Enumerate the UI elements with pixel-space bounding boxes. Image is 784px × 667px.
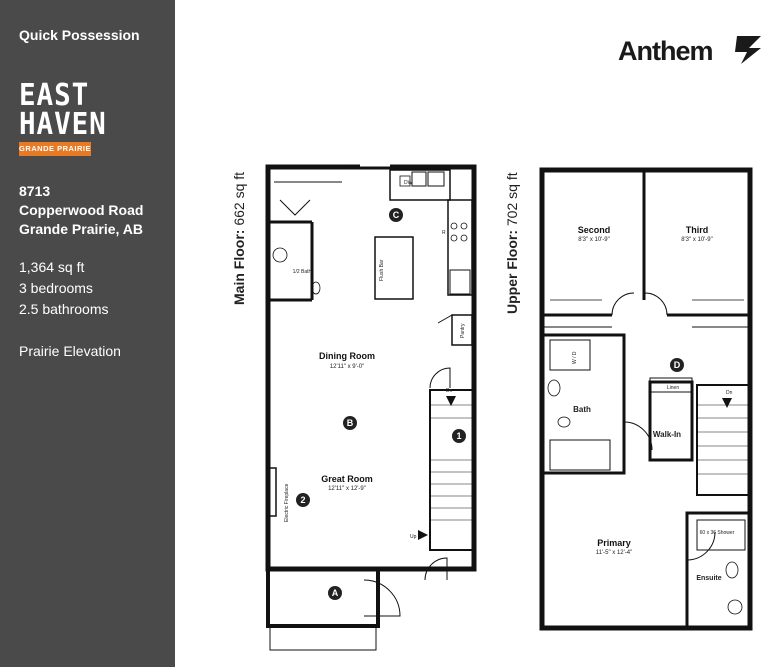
- main-exterior-wall: [265, 164, 477, 572]
- badge-d[interactable]: D: [670, 358, 684, 372]
- entry-vestibule-wall: [266, 567, 380, 628]
- elevation-label: Prairie Elevation: [19, 343, 121, 359]
- badge-b[interactable]: B: [343, 416, 357, 430]
- stairs-up-label: Up: [410, 534, 417, 540]
- address-number: 8713: [19, 183, 51, 199]
- spec-sqft: 1,364 sq ft: [19, 259, 85, 275]
- main-floor-area: 662 sq ft: [231, 171, 247, 226]
- badge-a[interactable]: A: [328, 586, 342, 600]
- badge-2[interactable]: 2: [296, 493, 310, 507]
- svg-text:B: B: [347, 418, 354, 428]
- walk-in-label: Walk-In: [653, 430, 681, 439]
- quick-possession-title: Quick Possession: [19, 27, 140, 43]
- flush-bar-label: Flush Bar: [379, 259, 385, 281]
- range-label: R: [442, 230, 446, 236]
- bath-label: Bath: [573, 405, 591, 414]
- community-logo-badge: GRANDE PRAIRIE: [19, 142, 91, 156]
- svg-text:D: D: [674, 360, 681, 370]
- stairs-up-arrow-icon: [418, 530, 428, 540]
- shower-label: 60 x 36 Shower: [700, 530, 735, 536]
- address-street: Copperwood Road: [19, 202, 144, 218]
- community-logo-line1: EAST: [19, 78, 90, 113]
- anthem-logo: Anthem: [618, 34, 768, 70]
- great-room-name: Great Room: [321, 474, 373, 484]
- electric-fireplace-label: Electric Fireplace: [284, 483, 290, 522]
- svg-text:C: C: [393, 210, 400, 220]
- svg-text:1: 1: [456, 431, 461, 441]
- stairs-down-arrow-icon: [446, 396, 456, 406]
- svg-text:2: 2: [300, 495, 305, 505]
- badge-c[interactable]: C: [389, 208, 403, 222]
- upper-stairs-down-arrow-icon: [722, 398, 732, 408]
- dining-room-dim: 12'11" x 9'-0": [330, 364, 364, 370]
- linen-label: Linen: [667, 385, 679, 391]
- great-room-dim: 12'11" x 12'-9": [328, 486, 366, 492]
- home-specs: 1,364 sq ft 3 bedrooms 2.5 bathrooms: [19, 257, 169, 320]
- address-city: Grande Prairie, AB: [19, 221, 143, 237]
- address: 8713 Copperwood Road Grande Prairie, AB: [19, 182, 169, 239]
- main-floor-label: Main Floor: 662 sq ft: [231, 172, 247, 305]
- spec-bathrooms: 2.5 bathrooms: [19, 301, 109, 317]
- pantry-label: Pantry: [460, 323, 466, 338]
- front-step: [269, 625, 377, 651]
- upper-floor-area: 702 sq ft: [504, 172, 520, 227]
- anthem-mark-icon: [735, 36, 761, 64]
- half-bath-label: 1/2 Bath: [293, 269, 312, 275]
- community-logo-line2: HAVEN: [19, 107, 107, 142]
- dining-room-name: Dining Room: [319, 351, 375, 361]
- third-bedroom-dim: 8'3" x 10'-9": [681, 237, 713, 243]
- brand-name: Anthem: [618, 36, 713, 66]
- upper-floor-plan: Second 8'3" x 10'-9" Third 8'3" x 10'-9"…: [539, 167, 753, 631]
- main-floor-plan: Dining Room 12'11" x 9'-0" Great Room 12…: [265, 163, 477, 651]
- second-bedroom-name: Second: [578, 225, 611, 235]
- primary-bedroom-name: Primary: [597, 538, 631, 548]
- svg-text:A: A: [332, 588, 339, 598]
- kitchen-island: [374, 236, 414, 300]
- third-bedroom-name: Third: [686, 225, 709, 235]
- upper-exterior-wall: [539, 167, 753, 631]
- ensuite-label: Ensuite: [696, 575, 721, 582]
- badge-1[interactable]: 1: [452, 429, 466, 443]
- second-bedroom-dim: 8'3" x 10'-9": [578, 237, 610, 243]
- dishwasher-label: DW: [404, 180, 413, 186]
- washer-dryer-label: W / D: [572, 351, 578, 364]
- upper-floor-label: Upper Floor: 702 sq ft: [504, 172, 520, 314]
- primary-bedroom-dim: 11'-5" x 12'-4": [596, 550, 632, 556]
- upper-stairs-down-label: Dn: [726, 390, 733, 396]
- sidebar: Quick Possession EAST HAVEN GRANDE PRAIR…: [0, 0, 175, 667]
- stairs-down-label: Dn: [446, 388, 453, 394]
- upper-floor-label-title: Upper Floor:: [504, 230, 520, 314]
- spec-bedrooms: 3 bedrooms: [19, 280, 93, 296]
- main-floor-label-title: Main Floor:: [231, 229, 247, 305]
